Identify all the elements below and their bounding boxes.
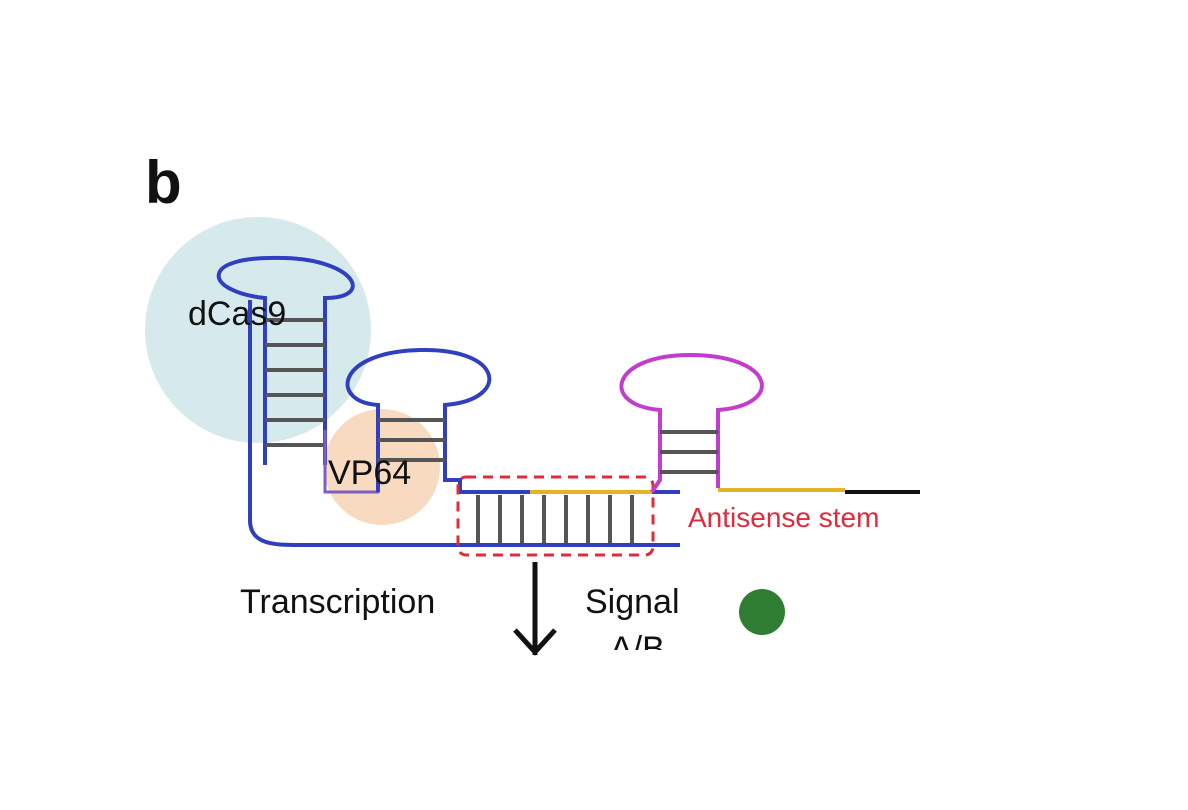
hairpin-1-strand xyxy=(216,255,355,465)
panel-letter: b xyxy=(145,149,182,216)
transcription-label: Transcription xyxy=(240,583,435,621)
antisense-stem-label: Antisense stem xyxy=(688,502,879,533)
dcas9-label: dCas9 xyxy=(188,295,286,333)
vp64-label: VP64 xyxy=(328,454,411,492)
hairpin-2-rungs xyxy=(378,418,445,462)
backbone-strand xyxy=(248,300,680,547)
dcas9-bubble xyxy=(145,217,371,443)
signal-ab-label: A/B xyxy=(610,630,665,668)
duplex-rungs xyxy=(476,495,634,543)
dashed-duplex-box xyxy=(456,475,655,557)
hairpin-3-rungs xyxy=(660,430,718,474)
arrow-head-icon xyxy=(513,628,557,656)
hairpin-2-strand xyxy=(345,347,680,494)
signal-dot xyxy=(739,589,785,635)
hairpin-1-rungs xyxy=(265,318,325,447)
hairpin-3-strand xyxy=(619,352,764,494)
signal-label: Signal xyxy=(585,583,680,621)
